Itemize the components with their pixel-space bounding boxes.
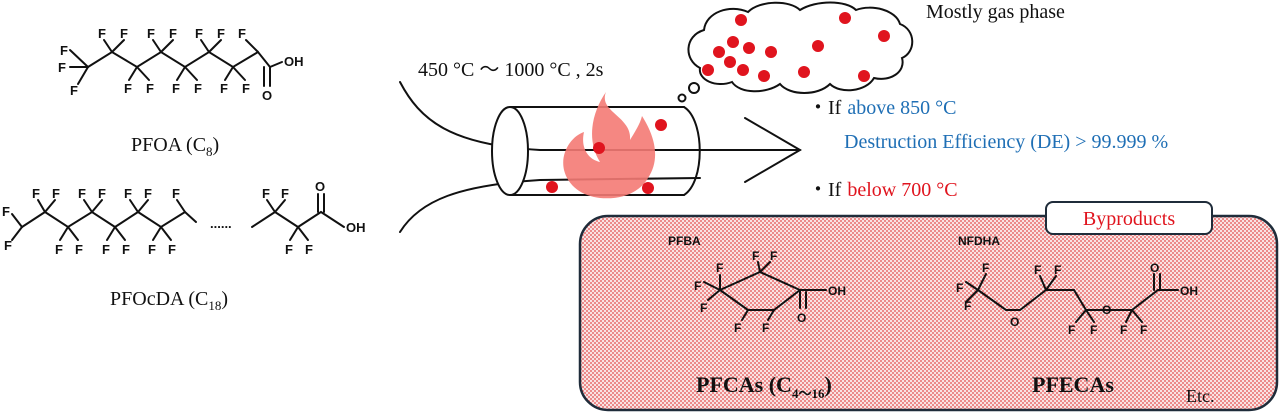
atom-f: F bbox=[2, 204, 10, 219]
atom-f: F bbox=[168, 242, 176, 257]
atom-f: F bbox=[60, 43, 68, 58]
particle-dot bbox=[655, 119, 667, 131]
destruction-efficiency: Destruction Efficiency (DE) > 99.999 % bbox=[844, 131, 1168, 153]
atom-f: F bbox=[217, 26, 225, 41]
particle-dot bbox=[546, 181, 558, 193]
pfocda-atom-labels: F F F F F F F F F F F F F F F F F F F O … bbox=[2, 179, 366, 257]
atom-f: F bbox=[964, 299, 971, 313]
atom-f: F bbox=[4, 238, 12, 253]
atom-oh: OH bbox=[284, 54, 304, 69]
byproducts-title-box bbox=[1045, 201, 1213, 235]
atom-f: F bbox=[220, 81, 228, 96]
atom-f: F bbox=[752, 249, 759, 263]
pfecas-label: PFECAs bbox=[1032, 372, 1114, 397]
pfba-structure: F F F F F F F OH O bbox=[694, 249, 846, 335]
atom-f: F bbox=[172, 81, 180, 96]
atom-f: F bbox=[98, 186, 106, 201]
atom-f: F bbox=[55, 242, 63, 257]
atom-f: F bbox=[716, 261, 723, 275]
atom-f: F bbox=[172, 186, 180, 201]
atom-f: F bbox=[238, 26, 246, 41]
tube-mouth bbox=[491, 106, 529, 196]
byproducts-title: Byproducts bbox=[1083, 208, 1175, 230]
atom-o: O bbox=[1010, 315, 1019, 329]
atom-f: F bbox=[1068, 323, 1075, 337]
atom-f: F bbox=[122, 242, 130, 257]
atom-f: F bbox=[1120, 323, 1127, 337]
gas-cloud: Mostly gas phase bbox=[677, 1, 1065, 103]
pfoa-label: PFOA (C8) bbox=[131, 134, 219, 159]
atom-f: F bbox=[281, 186, 289, 201]
flame-icon bbox=[563, 92, 656, 199]
atom-oh: OH bbox=[1180, 284, 1198, 298]
chain-ellipsis: ...... bbox=[210, 216, 232, 231]
atom-oh: OH bbox=[828, 284, 846, 298]
atom-f: F bbox=[762, 321, 769, 335]
atom-f: F bbox=[78, 186, 86, 201]
atom-f: F bbox=[98, 26, 106, 41]
incinerator: 450 °C ～ 1000 °C , 2s bbox=[399, 59, 802, 233]
atom-f: F bbox=[195, 26, 203, 41]
nfdha-label: NFDHA bbox=[958, 234, 1000, 248]
atom-f: F bbox=[102, 242, 110, 257]
atom-f: F bbox=[1034, 263, 1041, 277]
particle-dot bbox=[642, 182, 654, 194]
pfocda-structure: F F F F F F F F F F F F F F F F F F F O … bbox=[2, 179, 366, 313]
atom-f: F bbox=[262, 186, 270, 201]
pfba-label: PFBA bbox=[668, 234, 701, 248]
atom-f: F bbox=[144, 186, 152, 201]
atom-o: O bbox=[315, 179, 325, 194]
gas-phase-label: Mostly gas phase bbox=[926, 1, 1065, 23]
atom-f: F bbox=[285, 242, 293, 257]
flow-arrow-lower bbox=[399, 177, 701, 233]
nfdha-structure: F F F O F F O F F F F O OH bbox=[956, 261, 1198, 337]
atom-f: F bbox=[70, 83, 78, 98]
atom-oh: OH bbox=[346, 220, 366, 235]
atom-f: F bbox=[58, 60, 66, 75]
atom-f: F bbox=[32, 186, 40, 201]
atom-f: F bbox=[147, 26, 155, 41]
atom-f: F bbox=[75, 242, 83, 257]
pfoa-structure: F F F F F F F F F F F F F F F F OH O PFO… bbox=[58, 26, 304, 159]
atom-f: F bbox=[1140, 323, 1147, 337]
atom-f: F bbox=[124, 186, 132, 201]
pfcas-label: PFCAs (C4～16) bbox=[696, 372, 832, 401]
atom-f: F bbox=[770, 249, 777, 263]
atom-f: F bbox=[194, 81, 202, 96]
atom-f: F bbox=[148, 242, 156, 257]
etc-label: Etc. bbox=[1186, 386, 1215, 406]
atom-f: F bbox=[124, 81, 132, 96]
atom-f: F bbox=[734, 321, 741, 335]
atom-f: F bbox=[982, 261, 989, 275]
particle-dot bbox=[593, 142, 605, 154]
atom-o: O bbox=[1150, 261, 1159, 275]
atom-f: F bbox=[700, 301, 707, 315]
atom-f: F bbox=[242, 81, 250, 96]
atom-f: F bbox=[169, 26, 177, 41]
atom-f: F bbox=[1090, 323, 1097, 337]
atom-o: O bbox=[797, 311, 806, 325]
arrow-head bbox=[744, 117, 802, 183]
atom-f: F bbox=[146, 81, 154, 96]
atom-f: F bbox=[694, 279, 701, 293]
pfoa-atom-labels: F F F F F F F F F F F F F F F F OH O bbox=[58, 26, 304, 103]
atom-f: F bbox=[305, 242, 313, 257]
byproducts-panel: Byproducts PFBA F F F F F F F OH O PFC bbox=[578, 201, 1279, 412]
pfocda-label: PFOcDA (C18) bbox=[110, 288, 228, 313]
atom-f: F bbox=[956, 281, 963, 295]
atom-f: F bbox=[52, 186, 60, 201]
tube-end bbox=[683, 106, 701, 196]
atom-o: O bbox=[262, 88, 272, 103]
atom-f: F bbox=[120, 26, 128, 41]
atom-f: F bbox=[1054, 263, 1061, 277]
atom-o: O bbox=[1102, 303, 1111, 317]
temperature-condition: 450 °C ～ 1000 °C , 2s bbox=[418, 59, 604, 81]
